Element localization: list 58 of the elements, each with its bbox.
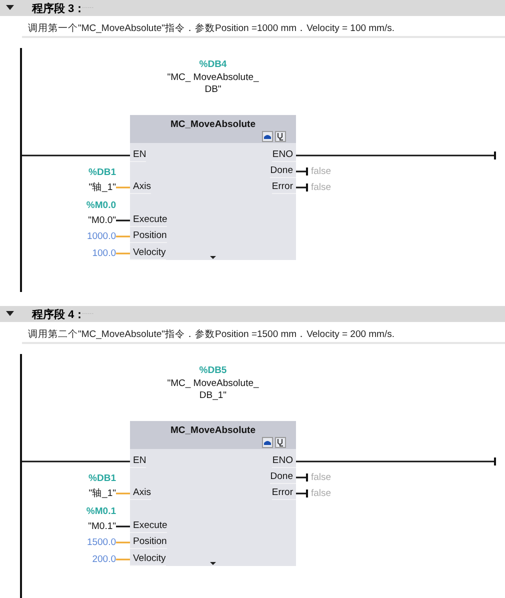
connection-line [296, 182, 308, 192]
pin-label: ENO [272, 149, 296, 162]
output-value: false [311, 165, 332, 179]
connection-line [22, 460, 130, 462]
pin-label: Execute [130, 214, 168, 227]
connection-line [296, 456, 496, 466]
connection-line [116, 558, 130, 560]
connection-line [116, 186, 130, 188]
function-block [130, 115, 296, 260]
pin-label: Position [130, 536, 167, 549]
block-title: MC_MoveAbsolute [170, 425, 256, 436]
constant-value: 1500.0 [86, 536, 116, 550]
operand-address: %M0.1 [86, 505, 116, 519]
instance-name: "MC_ MoveAbsolute_ DB" [166, 72, 260, 96]
operand-address: %DB1 [88, 472, 116, 486]
operand-name: "轴_1" [88, 181, 116, 195]
block-title: MC_MoveAbsolute [170, 119, 256, 130]
connection-line [116, 526, 130, 528]
output-value: false [311, 471, 332, 485]
connection-line [116, 542, 130, 544]
pin-label: Done [270, 165, 296, 178]
connection-line [296, 150, 496, 160]
instance-name: "MC_ MoveAbsolute_ DB_1" [166, 378, 260, 402]
pin-label: Axis [130, 181, 151, 194]
function-block [130, 421, 296, 566]
connection-line [296, 472, 308, 482]
connection-line [116, 236, 130, 238]
instance-address: %DB5 [198, 365, 228, 378]
pin-label: Error [272, 487, 296, 500]
output-value: false [311, 487, 332, 501]
pin-label: Axis [130, 487, 151, 500]
network-comment: 调用第一个"MC_MoveAbsolute"指令．参数Position =1000 mm．Velocity = 100 mm/s. [28, 22, 394, 35]
operand-address: %M0.0 [86, 199, 116, 213]
pin-label: ENO [272, 455, 296, 468]
pin-label: Position [130, 230, 167, 243]
connection-line [296, 166, 308, 176]
pin-label: EN [130, 149, 146, 162]
operand-name: "M0.0" [87, 214, 116, 228]
constant-value: 200.0 [92, 553, 116, 567]
constant-value: 1000.0 [86, 230, 116, 244]
network-comment: 调用第二个"MC_MoveAbsolute"指令．参数Position =1500 mm．Velocity = 200 mm/s. [28, 328, 394, 341]
connection-line [116, 492, 130, 494]
output-value: false [311, 181, 332, 195]
pin-label: Velocity [130, 247, 166, 260]
operand-name: "轴_1" [88, 487, 116, 501]
connection-line [22, 154, 130, 156]
instance-address: %DB4 [198, 59, 228, 72]
pin-label: Done [270, 471, 296, 484]
operand-name: "M0.1" [87, 520, 116, 534]
pin-label: Error [272, 181, 296, 194]
pin-label: EN [130, 455, 146, 468]
operand-address: %DB1 [88, 166, 116, 180]
pin-label: Execute [130, 520, 168, 533]
connection-line [116, 220, 130, 222]
connection-line [296, 488, 308, 498]
constant-value: 100.0 [92, 247, 116, 261]
connection-line [116, 252, 130, 254]
pin-label: Velocity [130, 553, 166, 566]
